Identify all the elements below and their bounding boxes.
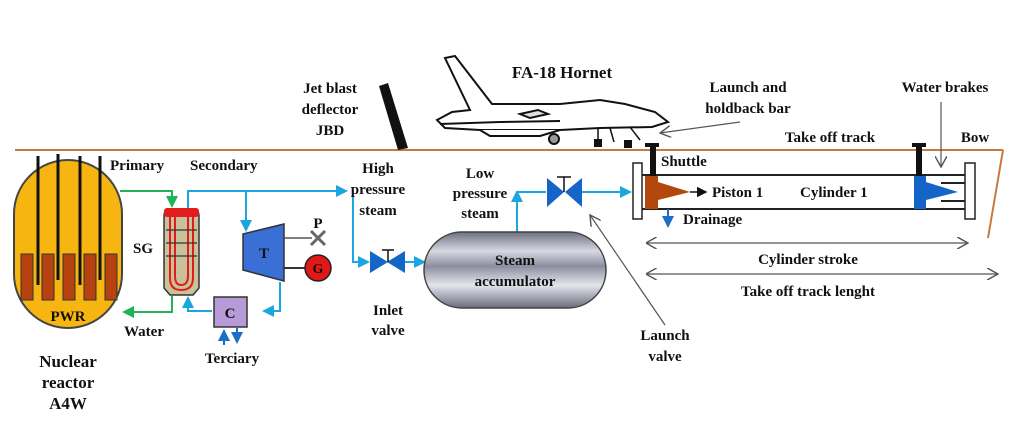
- secondary-loop: [182, 185, 632, 317]
- high-pressure-label-3: steam: [359, 203, 397, 219]
- jet-blast-deflector: [379, 83, 408, 150]
- primary-label: Primary: [110, 158, 165, 174]
- piston-label: Piston 1: [712, 185, 763, 201]
- condenser-label: C: [225, 306, 236, 322]
- sg-label: SG: [133, 241, 153, 257]
- fuel-rods: [20, 253, 118, 301]
- take-off-track-label: Take off track: [785, 130, 876, 146]
- water-brakes-label: Water brakes: [902, 80, 989, 96]
- accumulator-label-2: accumulator: [475, 274, 556, 290]
- pump-label: P: [313, 216, 322, 232]
- launch-valve-label-1: Launch: [640, 328, 690, 344]
- holdback-label-2: holdback bar: [705, 101, 791, 117]
- shuttle-label: Shuttle: [661, 154, 707, 170]
- launch-valve-label-2: valve: [648, 349, 682, 365]
- reactor-caption-3: A4W: [49, 394, 87, 413]
- cylinder-label: Cylinder 1: [800, 185, 868, 201]
- drainage-label: Drainage: [683, 212, 743, 228]
- reactor-caption-1: Nuclear: [39, 352, 97, 371]
- inlet-valve-label-1: Inlet: [373, 303, 403, 319]
- reactor-caption-2: reactor: [42, 373, 95, 392]
- holdback-label-1: Launch and: [709, 80, 787, 96]
- launch-cylinder: [632, 162, 976, 220]
- jbd-label-3: JBD: [316, 123, 345, 139]
- primary-loop: [120, 190, 178, 318]
- holdback-pointer: [660, 121, 741, 133]
- steam-accumulator: Steam accumulator: [423, 231, 607, 309]
- high-pressure-label-1: High: [362, 161, 394, 177]
- condenser: C: [213, 296, 248, 345]
- launch-valve-pointer: [590, 215, 666, 326]
- turbine: T: [242, 223, 312, 282]
- steam-generator: [163, 208, 200, 296]
- generator-label: G: [313, 262, 324, 277]
- water-brake-piston: [912, 143, 965, 209]
- nuclear-reactor: PWR: [13, 154, 123, 329]
- low-pressure-label-1: Low: [466, 166, 495, 182]
- control-rods: [36, 154, 102, 285]
- bow-label: Bow: [961, 130, 990, 146]
- track-length-label: Take off track lenght: [741, 284, 875, 300]
- low-pressure-label-2: pressure: [453, 186, 508, 202]
- inlet-valve[interactable]: [370, 249, 405, 273]
- fa18-aircraft: [435, 54, 671, 148]
- jbd-label-2: deflector: [302, 102, 359, 118]
- pump: P: [309, 216, 327, 247]
- jbd-label-1: Jet blast: [303, 81, 357, 97]
- carrier-deck: [15, 149, 1004, 239]
- cylinder-stroke-label: Cylinder stroke: [758, 252, 858, 268]
- tertiary-label: Terciary: [205, 351, 260, 367]
- high-pressure-label-2: pressure: [351, 182, 406, 198]
- reactor-core-label: PWR: [51, 309, 86, 325]
- water-label: Water: [124, 324, 164, 340]
- generator: G: [304, 254, 332, 282]
- launch-valve[interactable]: [547, 176, 582, 207]
- shuttle-piston: [645, 143, 708, 209]
- low-pressure-label-3: steam: [461, 206, 499, 222]
- turbine-label: T: [259, 246, 269, 262]
- accumulator-label-1: Steam: [495, 253, 535, 269]
- inlet-valve-label-2: valve: [371, 323, 405, 339]
- secondary-label: Secondary: [190, 158, 258, 174]
- aircraft-label: FA-18 Hornet: [512, 63, 613, 82]
